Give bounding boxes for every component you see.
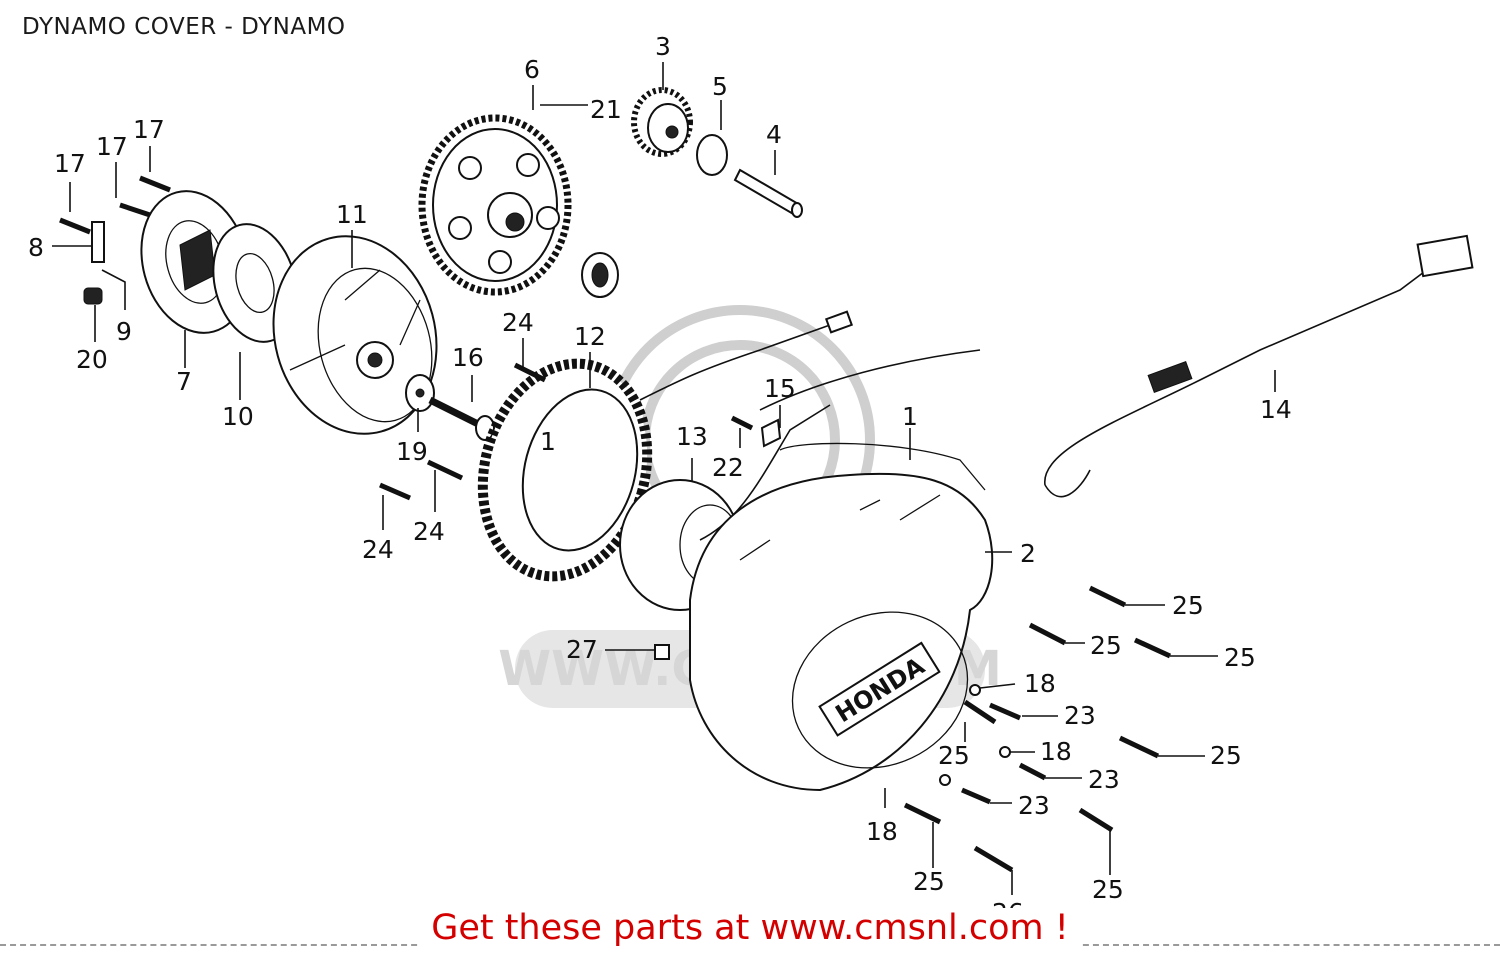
- callout-24: 24: [502, 308, 534, 337]
- callout-7: 7: [176, 367, 192, 396]
- callout-23: 23: [1018, 791, 1050, 820]
- callout-23: 23: [1064, 701, 1096, 730]
- callout-labels: 1 1 2 3 4 5 6 7 8 9 10 11 12 13 14 15 16…: [28, 32, 1292, 927]
- callout-1: 1: [540, 427, 556, 456]
- callout-18: 18: [1040, 737, 1072, 766]
- callout-2: 2: [1020, 539, 1036, 568]
- callout-8: 8: [28, 233, 44, 262]
- part-21-bearing: [581, 252, 619, 298]
- callout-25: 25: [1172, 591, 1204, 620]
- part-15-clamp: [760, 418, 782, 448]
- callout-22: 22: [712, 453, 744, 482]
- leader-lines: [52, 62, 1276, 895]
- callout-17: 17: [54, 149, 86, 178]
- callout-17: 17: [133, 115, 165, 144]
- callout-14: 14: [1260, 395, 1292, 424]
- callout-5: 5: [712, 72, 728, 101]
- callout-24: 24: [413, 517, 445, 546]
- callout-27: 27: [566, 635, 598, 664]
- callout-1: 1: [902, 402, 918, 431]
- footer-parts-link[interactable]: Get these parts at www.cmsnl.com !: [0, 908, 1500, 948]
- part-14-wire-harness: [1044, 234, 1474, 498]
- small-hardware: [59, 175, 1172, 873]
- diagram-title: DYNAMO COVER - DYNAMO: [22, 14, 346, 40]
- part-4-shaft: [733, 168, 803, 218]
- callout-13: 13: [676, 422, 708, 451]
- part-16-bolt: [428, 396, 495, 441]
- callout-25: 25: [1090, 631, 1122, 660]
- part-12-stator: [477, 310, 854, 582]
- callout-25: 25: [913, 867, 945, 896]
- part-6-gear: [418, 114, 572, 296]
- callout-21: 21: [590, 95, 622, 124]
- callout-25: 25: [1224, 643, 1256, 672]
- callout-11: 11: [336, 200, 368, 229]
- callout-12: 12: [574, 322, 606, 351]
- callout-23: 23: [1088, 765, 1120, 794]
- callout-24: 24: [362, 535, 394, 564]
- callout-3: 3: [655, 32, 671, 61]
- callout-20: 20: [76, 345, 108, 374]
- footer-link-text: Get these parts at www.cmsnl.com !: [421, 908, 1079, 948]
- part-2-dynamo-cover: HONDA: [689, 472, 994, 792]
- callout-25: 25: [1092, 875, 1124, 904]
- part-1-gasket: [779, 442, 986, 491]
- callout-9: 9: [116, 317, 132, 346]
- callout-19: 19: [396, 437, 428, 466]
- callout-25: 25: [1210, 741, 1242, 770]
- callout-4: 4: [766, 120, 782, 149]
- callout-17: 17: [96, 132, 128, 161]
- part-19-washer: [405, 374, 435, 412]
- callout-18: 18: [1024, 669, 1056, 698]
- callout-10: 10: [222, 402, 254, 431]
- part-11-rotor: [272, 235, 438, 435]
- part-5-washer: [696, 134, 728, 176]
- callout-6: 6: [524, 55, 540, 84]
- callout-25: 25: [938, 741, 970, 770]
- part-3-idle-gear: [631, 87, 693, 157]
- callout-15: 15: [764, 374, 796, 403]
- callout-18: 18: [866, 817, 898, 846]
- callout-16: 16: [452, 343, 484, 372]
